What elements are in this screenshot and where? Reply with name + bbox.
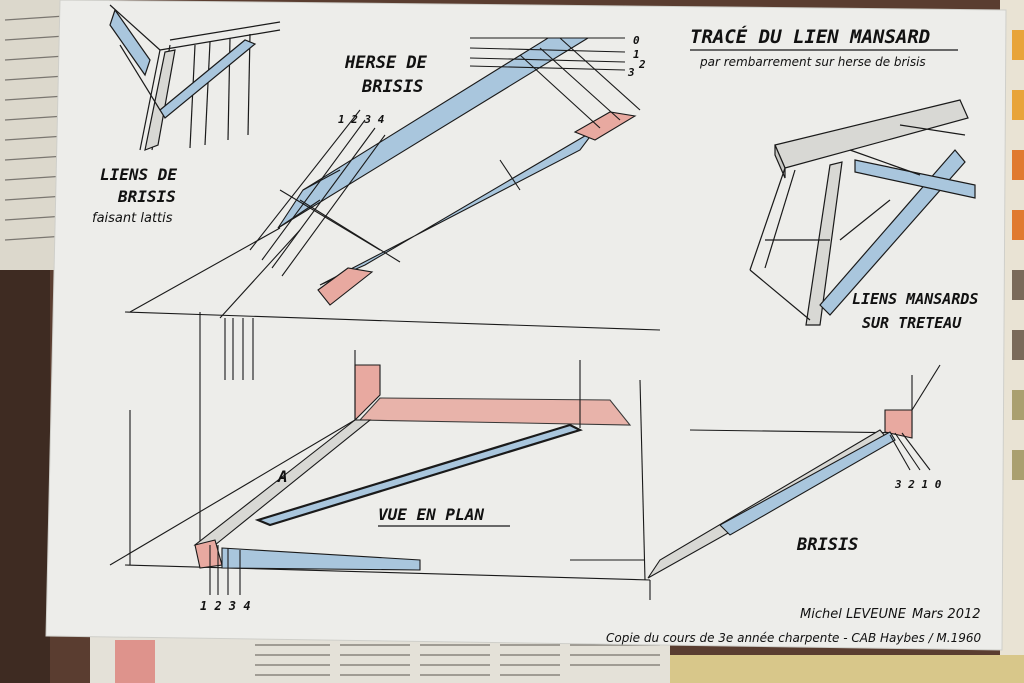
top-number-1: 1	[633, 48, 640, 61]
liens-label-line1: LIENS DE	[100, 165, 177, 184]
mansards-label-line1: LIENS MANSARDS	[852, 290, 978, 308]
drawing-title: TRACÉ DU LIEN MANSARD	[690, 25, 930, 48]
liens-note: faisant lattis	[92, 211, 173, 226]
right-ticks: 3 2 1 0	[894, 478, 942, 491]
yellow-strip	[670, 655, 1024, 683]
liens-de-brisis-sketch	[109, 4, 281, 151]
top-number-0: 0	[633, 34, 640, 47]
bottom-ticks: 1 2 3 4	[200, 599, 251, 613]
liens-label-line2: BRISIS	[117, 187, 176, 206]
right-edge-stripes	[1012, 30, 1024, 480]
brisis-label: BRISIS	[796, 535, 858, 555]
vue-en-plan-label: VUE EN PLAN	[378, 505, 484, 524]
drawing-subtitle: par rembarrement sur herse de brisis	[699, 55, 926, 69]
herse-label-line2: BRISIS	[361, 77, 423, 97]
signature-author: Michel LEVEUNE	[800, 607, 907, 622]
signature-credit: Copie du cours de 3e année charpente - C…	[606, 631, 981, 645]
signature-date: Mars 2012	[912, 607, 981, 622]
herse-ticks: 1 2 3 4	[338, 113, 385, 126]
newspaper-red-patch	[115, 640, 155, 683]
treteau-sketch	[749, 99, 976, 326]
herse-label-line1: HERSE DE	[344, 53, 428, 73]
top-number-3: 3	[627, 66, 635, 79]
herse-de-brisis-drawing	[129, 37, 641, 380]
brisis-drawing	[570, 364, 941, 600]
top-number-2: 2	[638, 58, 646, 71]
point-a-label: A	[277, 467, 288, 486]
vue-en-plan-drawing	[109, 311, 661, 595]
dark-wood-left	[0, 270, 50, 683]
mansards-label-line2: SUR TRETEAU	[862, 314, 962, 332]
